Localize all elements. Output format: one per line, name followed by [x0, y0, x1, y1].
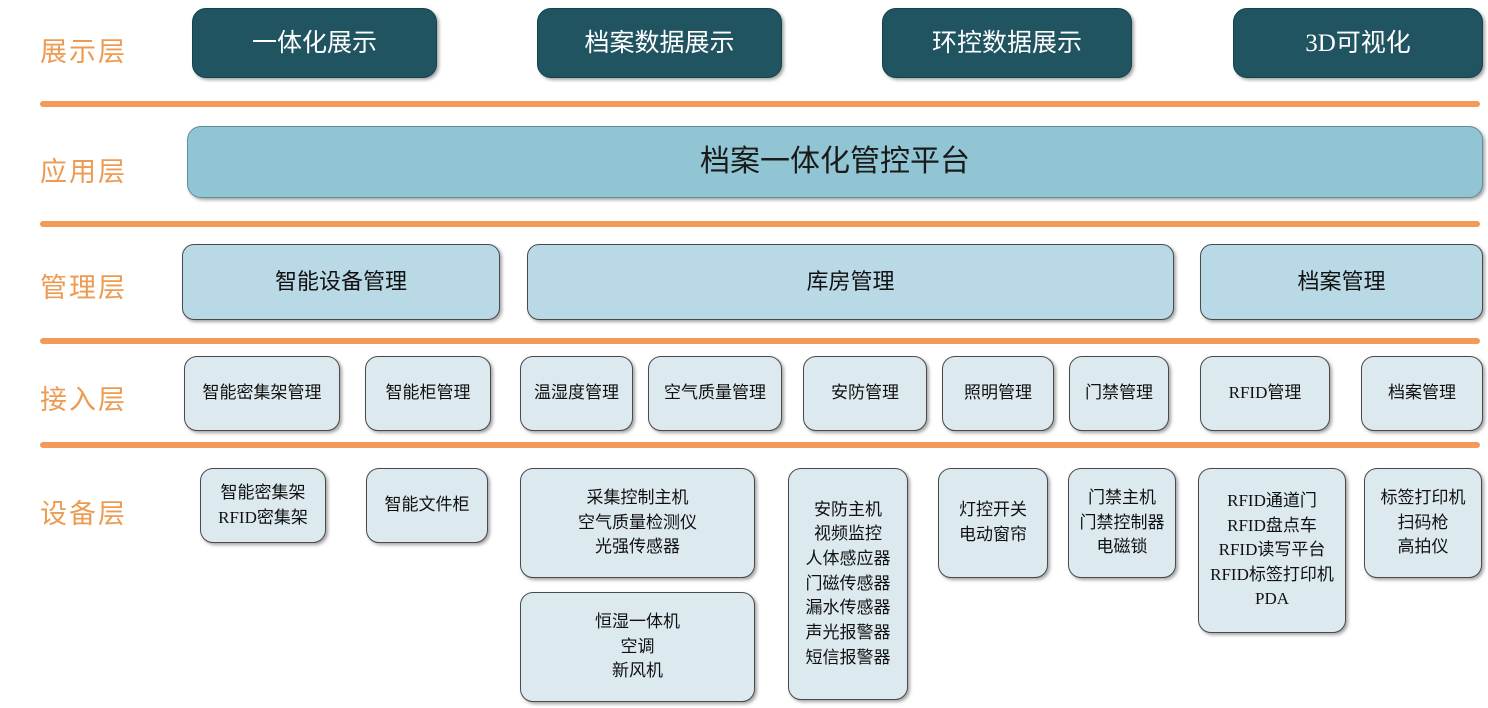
presentation-node-env-data-display[interactable]: 环控数据展示 [882, 8, 1132, 78]
node-line: 电动窗帘 [959, 525, 1027, 544]
node-label: 温湿度管理 [534, 383, 619, 403]
node-label: 空气质量管理 [664, 383, 766, 403]
divider-application-management [40, 221, 1480, 227]
node-label: RFID管理 [1228, 383, 1302, 403]
layer-label-presentation: 展示层 [40, 37, 127, 67]
node-line: 空调 [620, 636, 655, 656]
device-node-printing-scanning-equipment[interactable]: 标签打印机 扫码枪 高拍仪 [1364, 468, 1482, 578]
access-node-door-access-management[interactable]: 门禁管理 [1069, 356, 1169, 431]
node-label: 库房管理 [806, 269, 895, 295]
presentation-node-integrated-display[interactable]: 一体化展示 [192, 8, 437, 78]
divider-presentation-application [40, 101, 1480, 107]
layer-label-device: 设备层 [40, 499, 127, 529]
node-label: 档案一体化管控平台 [700, 145, 970, 179]
device-node-smart-file-cabinet[interactable]: 智能文件柜 [366, 468, 488, 543]
access-node-temp-humidity-management[interactable]: 温湿度管理 [520, 356, 633, 431]
node-line: RFID通道门 [1227, 490, 1317, 510]
node-line: RFID读写平台 [1218, 540, 1326, 560]
node-label: 档案数据展示 [584, 29, 735, 57]
access-node-smart-shelf-management[interactable]: 智能密集架管理 [184, 356, 340, 431]
node-line: 电磁锁 [1096, 537, 1148, 557]
device-node-access-control-equipment[interactable]: 门禁主机 门禁控制器 电磁锁 [1068, 468, 1176, 578]
access-node-smart-cabinet-management[interactable]: 智能柜管理 [365, 356, 491, 431]
device-node-rfid-equipment[interactable]: RFID通道门 RFID盘点车 RFID读写平台 RFID标签打印机 PDA [1198, 468, 1346, 633]
node-line: RFID标签打印机 [1210, 564, 1334, 584]
layer-label-application: 应用层 [40, 157, 127, 187]
divider-management-access [40, 338, 1480, 344]
access-node-archive-management[interactable]: 档案管理 [1361, 356, 1483, 431]
node-line: 声光报警器 [805, 622, 891, 642]
management-node-smart-device-management[interactable]: 智能设备管理 [182, 244, 500, 320]
device-node-collection-control[interactable]: 采集控制主机 空气质量检测仪 光强传感器 [520, 468, 755, 578]
node-label: 照明管理 [964, 383, 1032, 403]
layer-label-access: 接入层 [40, 385, 127, 415]
access-node-lighting-management[interactable]: 照明管理 [942, 356, 1054, 431]
node-line: 视频监控 [814, 524, 882, 544]
device-node-smart-shelf[interactable]: 智能密集架 RFID密集架 [200, 468, 326, 543]
management-node-warehouse-management[interactable]: 库房管理 [527, 244, 1174, 320]
node-line: 门磁传感器 [805, 573, 891, 593]
node-label: 3D可视化 [1305, 29, 1411, 57]
node-line: 采集控制主机 [586, 488, 689, 508]
node-line: PDA [1254, 589, 1289, 609]
node-line: 短信报警器 [805, 647, 891, 667]
node-line: 光强传感器 [595, 537, 680, 557]
divider-access-device [40, 442, 1480, 448]
access-node-security-management[interactable]: 安防管理 [803, 356, 927, 431]
device-node-security-equipment[interactable]: 安防主机 视频监控 人体感应器 门磁传感器 漏水传感器 声光报警器 短信报警器 [788, 468, 908, 700]
access-node-air-quality-management[interactable]: 空气质量管理 [648, 356, 782, 431]
node-label: 一体化展示 [251, 29, 377, 57]
device-node-lighting-equipment[interactable]: 灯控开关 电动窗帘 [938, 468, 1048, 578]
node-label: 智能密集架管理 [202, 383, 322, 403]
node-line: 智能文件柜 [384, 495, 470, 515]
node-label: 智能柜管理 [385, 383, 471, 403]
node-label: 档案管理 [1297, 269, 1386, 295]
node-label: 智能设备管理 [274, 269, 407, 295]
node-line: 灯控开关 [959, 500, 1027, 520]
node-line: 扫码枪 [1397, 512, 1449, 532]
node-line: 漏水传感器 [805, 598, 891, 618]
node-line: 安防主机 [814, 499, 882, 519]
node-label: 门禁管理 [1085, 383, 1153, 403]
application-node-archive-platform[interactable]: 档案一体化管控平台 [187, 126, 1483, 198]
node-line: RFID密集架 [218, 507, 308, 527]
node-line: 高拍仪 [1397, 537, 1449, 557]
node-line: 智能密集架 [220, 482, 306, 502]
node-line: 人体感应器 [805, 549, 891, 569]
management-node-archive-management[interactable]: 档案管理 [1200, 244, 1483, 320]
node-label: 档案管理 [1388, 383, 1456, 403]
presentation-node-3d-visualization[interactable]: 3D可视化 [1233, 8, 1483, 78]
node-label: 环控数据展示 [931, 29, 1082, 57]
node-label: 安防管理 [831, 383, 899, 403]
node-line: 新风机 [612, 661, 663, 681]
node-line: 门禁控制器 [1079, 512, 1165, 532]
node-line: 空气质量检测仪 [578, 512, 697, 532]
layer-label-management: 管理层 [40, 273, 127, 303]
node-line: 标签打印机 [1380, 488, 1466, 508]
device-node-humidity-hvac[interactable]: 恒湿一体机 空调 新风机 [520, 592, 755, 702]
node-line: 门禁主机 [1088, 488, 1156, 508]
access-node-rfid-management[interactable]: RFID管理 [1200, 356, 1330, 431]
node-line: RFID盘点车 [1227, 515, 1317, 535]
node-line: 恒湿一体机 [595, 612, 680, 632]
presentation-node-archive-data-display[interactable]: 档案数据展示 [537, 8, 782, 78]
